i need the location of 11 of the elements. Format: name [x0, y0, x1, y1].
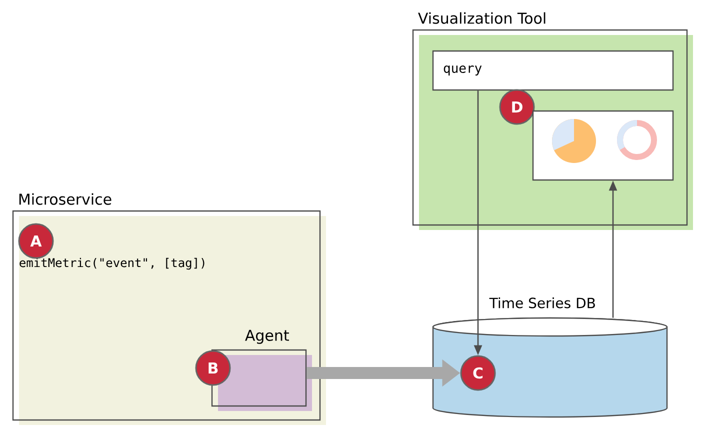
box-heading: Microservice: [19, 193, 112, 205]
letter-badge: A: [18, 223, 54, 259]
query-field: query: [432, 50, 674, 91]
letter-badge: D: [499, 89, 535, 125]
database-cylinder: [432, 297, 668, 418]
box-heading: Visualization Tool: [418, 12, 546, 24]
box-heading: Agent: [245, 330, 289, 344]
letter-badge: B: [195, 350, 231, 386]
code-text: emitMetric("event", [tag]): [20, 258, 204, 270]
letter-badge: C: [460, 355, 496, 391]
cylinder-heading: Time Series DB: [489, 297, 595, 308]
